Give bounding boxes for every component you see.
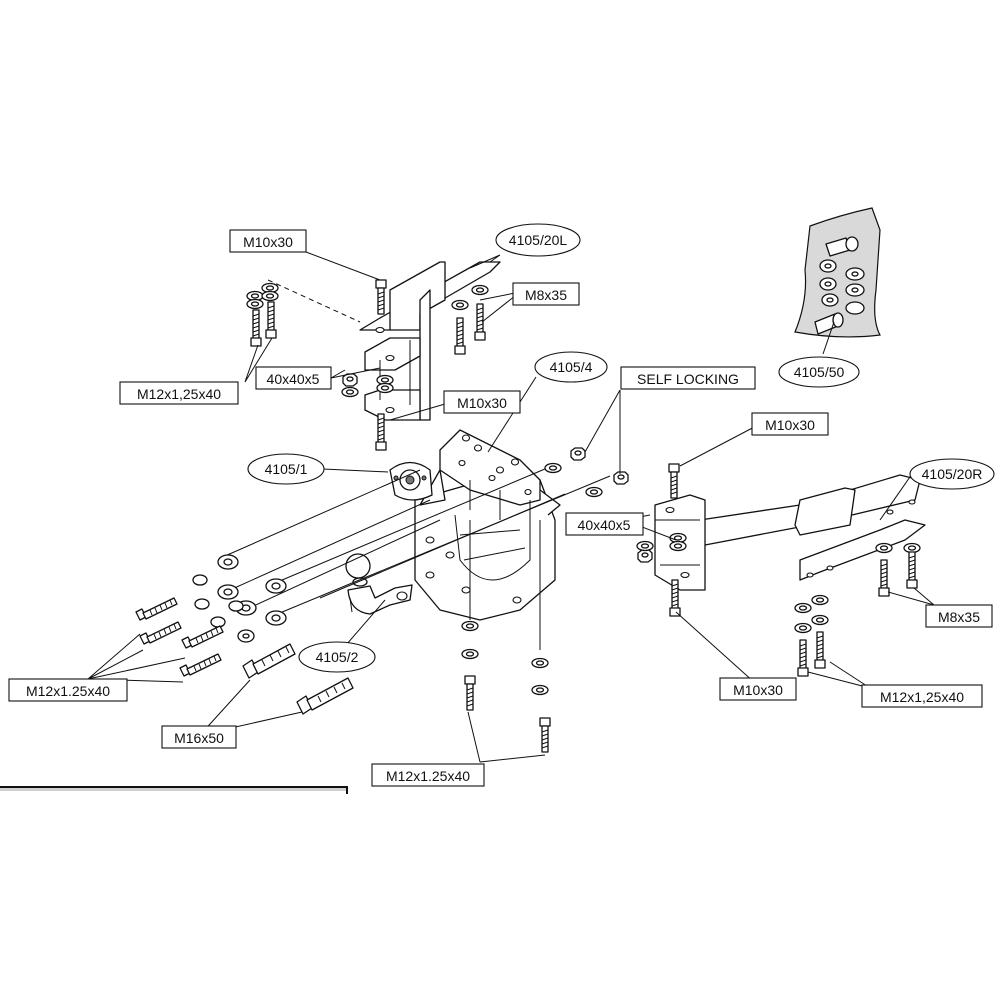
svg-text:40x40x5: 40x40x5: [267, 371, 320, 387]
svg-text:4105/50: 4105/50: [794, 364, 845, 380]
svg-text:M8x35: M8x35: [525, 287, 567, 303]
svg-text:4105/4: 4105/4: [550, 359, 593, 375]
washers-m8-top: [451, 284, 489, 355]
bolts-m12-right: [794, 594, 829, 677]
bolt-m10x30-mid: [375, 413, 387, 451]
svg-text:M16x50: M16x50: [174, 730, 224, 746]
label-m10x30-top: M10x30: [229, 229, 307, 253]
svg-text:M12x1.25x40: M12x1.25x40: [26, 683, 110, 699]
label-4105-1: 4105/1: [247, 453, 325, 485]
label-m10x30-mid: M10x30: [443, 390, 521, 414]
label-40x40x5-top: 40x40x5: [255, 366, 332, 390]
label-4105-20r: 4105/20R: [909, 458, 995, 490]
page-rule: [0, 786, 348, 794]
label-4105-4: 4105/4: [534, 351, 608, 383]
bolts-m16x50: [242, 643, 354, 715]
svg-text:4105/2: 4105/2: [316, 649, 359, 665]
svg-text:M10x30: M10x30: [765, 417, 815, 433]
label-4105-2: 4105/2: [298, 641, 376, 673]
bolts-m8-right: [875, 542, 921, 597]
svg-text:SELF LOCKING: SELF LOCKING: [637, 371, 739, 387]
bolt-m10x30-top: [375, 279, 387, 315]
svg-text:40x40x5: 40x40x5: [578, 517, 631, 533]
svg-text:4105/20L: 4105/20L: [509, 232, 568, 248]
label-m10x30-right-bottom: M10x30: [719, 677, 797, 701]
bolts-m12-bottom: [461, 620, 551, 753]
assembly-lines: [224, 465, 611, 650]
label-m10x30-right-top: M10x30: [751, 412, 829, 436]
self-locking-nuts: [544, 447, 629, 498]
label-m12-right: M12x1,25x40: [861, 684, 983, 708]
socket-plate-4105-1: [389, 461, 433, 501]
inset-4105-50: [794, 207, 881, 338]
label-m12-left: M12x1.25x40: [8, 678, 128, 702]
label-m12-bottom: M12x1.25x40: [371, 763, 485, 787]
tow-ball-4105-2: [345, 553, 413, 615]
bolts-m12-left: [135, 597, 224, 677]
label-m12-top: M12x1,25x40: [119, 381, 239, 405]
washers-large-left: [192, 554, 287, 643]
svg-text:4105/1: 4105/1: [265, 461, 308, 477]
label-m8x35-top: M8x35: [512, 282, 580, 306]
svg-text:M12x1,25x40: M12x1,25x40: [137, 386, 221, 402]
svg-text:M10x30: M10x30: [457, 395, 507, 411]
label-m8x35-right: M8x35: [925, 604, 993, 628]
nut-washer-left: [341, 373, 394, 398]
svg-text:M10x30: M10x30: [243, 234, 293, 250]
label-4105-50: 4105/50: [778, 356, 860, 388]
label-self-locking: SELF LOCKING: [620, 366, 756, 390]
main-bracket-4105-4: [414, 429, 561, 621]
svg-text:M12x1.25x40: M12x1.25x40: [386, 768, 470, 784]
svg-text:M10x30: M10x30: [733, 682, 783, 698]
bolt-m10x30-right-top: [668, 463, 680, 499]
label-40x40x5-right: 40x40x5: [565, 512, 644, 536]
bolt-m10x30-right-bottom: [669, 579, 681, 617]
label-4105-20l: 4105/20L: [495, 223, 581, 257]
svg-text:4105/20R: 4105/20R: [922, 466, 983, 482]
svg-text:M12x1,25x40: M12x1,25x40: [880, 689, 964, 705]
label-m16x50: M16x50: [161, 725, 237, 749]
svg-text:M8x35: M8x35: [938, 609, 980, 625]
